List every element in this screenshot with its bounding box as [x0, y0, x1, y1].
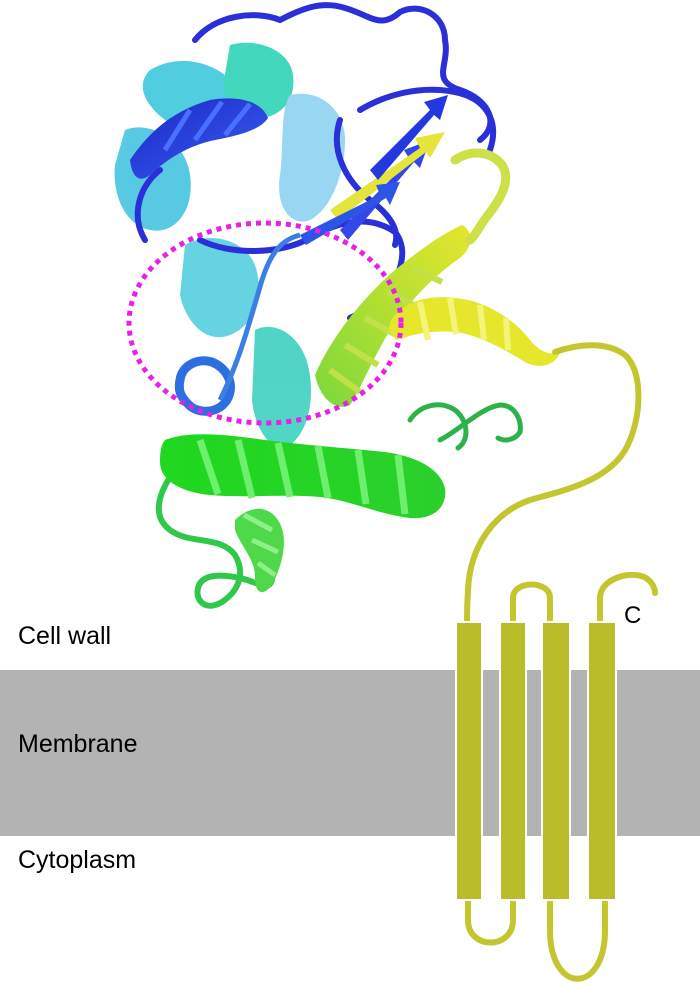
blue-loops: [134, 2, 497, 321]
green-helix: [160, 434, 446, 519]
tm-helix-4: [587, 621, 617, 901]
blue-helix-stripes: [162, 100, 252, 152]
yellow-helix-stripes: [417, 297, 511, 351]
transmembrane-helix-bundle: [455, 571, 658, 982]
linker-coil: [464, 342, 642, 623]
tm-loop-bottom-1-2: [465, 900, 516, 946]
green-lower-helix-stripes: [242, 512, 280, 578]
green-loops: [155, 467, 275, 609]
tm-helix-3: [541, 621, 571, 901]
green-helix-stripes: [196, 438, 409, 515]
tm-loop-top-2-3: [510, 581, 553, 622]
blue-coil: [217, 232, 301, 402]
dotted-ellipse-highlight: [126, 220, 404, 426]
tm-helix-1: [455, 621, 483, 901]
c-terminus-label: C: [624, 602, 642, 629]
membrane-band: [0, 670, 700, 836]
green-loop-right: [407, 402, 523, 451]
membrane-label: Membrane: [18, 730, 138, 758]
tm-helix-2: [499, 621, 527, 901]
yellow-helix: [389, 297, 560, 366]
yellow-green-helix-stripes: [328, 265, 444, 395]
beta-strands: [300, 95, 448, 245]
yellow-green-helix: [315, 225, 471, 407]
blue-turn: [174, 356, 235, 416]
cell-wall-label: Cell wall: [18, 622, 112, 650]
yellow-arm: [450, 148, 511, 245]
tm-loop-bottom-3-4: [547, 900, 608, 982]
tm-loop-top-4-c: [597, 571, 658, 625]
cytoplasm-label: Cytoplasm: [18, 846, 137, 874]
protein-ribbon-structure: [114, 2, 560, 609]
